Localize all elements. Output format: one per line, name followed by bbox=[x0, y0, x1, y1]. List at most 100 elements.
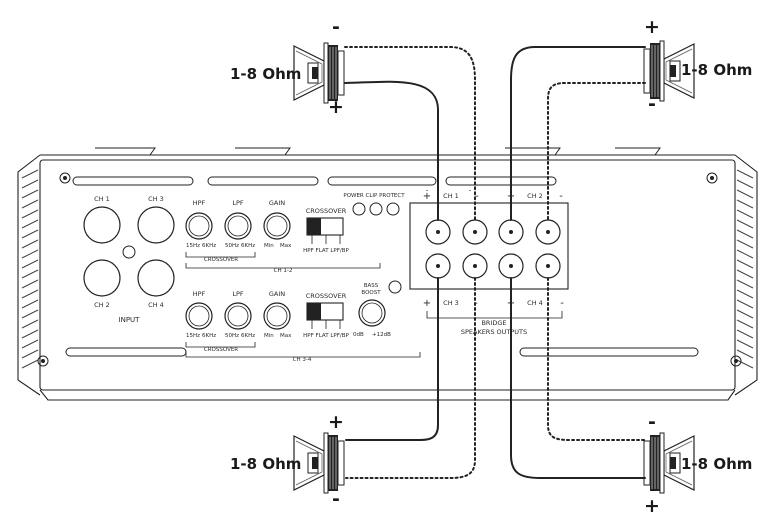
input-ch4-label: CH 4 bbox=[148, 301, 164, 309]
terminal-ch2-plus[interactable] bbox=[498, 219, 524, 245]
remote-bass-port bbox=[388, 280, 402, 294]
out-ch3-plus: + bbox=[423, 298, 431, 309]
ch12-hpf-label: HPF bbox=[193, 199, 206, 207]
power-led bbox=[352, 202, 366, 216]
fin-line bbox=[21, 319, 39, 329]
wire-tl-negative bbox=[344, 46, 476, 221]
bass-boost-max: +12dB bbox=[372, 332, 391, 338]
fin-line bbox=[21, 269, 39, 279]
ch12-lpf-max: 6KHz bbox=[241, 243, 255, 249]
fin-line bbox=[21, 299, 39, 309]
fin-line bbox=[21, 259, 39, 269]
input-center-screw bbox=[122, 245, 136, 259]
fin-line bbox=[736, 259, 754, 269]
ch12-hpf-knob[interactable] bbox=[185, 212, 213, 240]
fin-line bbox=[21, 309, 39, 319]
ch12-gain-max: Max bbox=[280, 243, 292, 249]
bass-boost-label-bottom: BOOST bbox=[361, 290, 381, 296]
ch12-lpf-min: 50Hz bbox=[225, 243, 239, 249]
speakers-outputs-label: SPEAKERS OUTPUTS bbox=[461, 328, 527, 336]
out-ch4-label: CH 4 bbox=[527, 299, 543, 307]
wire-tl-positive bbox=[344, 80, 439, 221]
fin-line bbox=[21, 199, 39, 209]
rca-jack-ch2[interactable] bbox=[83, 259, 121, 297]
ch34-crossover-switch-label: CROSSOVER bbox=[306, 292, 347, 300]
speaker-top-left-pol-top: - bbox=[332, 16, 340, 38]
fin-line bbox=[736, 239, 754, 249]
fin-line bbox=[736, 309, 754, 319]
ch12-controls: HPF LPF GAIN 15Hz 6KHz 50Hz 6KHz Min Max… bbox=[185, 199, 381, 274]
ch34-group-label: CH 3-4 bbox=[293, 357, 312, 363]
fin-line bbox=[736, 339, 754, 349]
screw-bottom-right bbox=[730, 355, 742, 367]
ch34-gain-label: GAIN bbox=[269, 290, 285, 298]
ch34-gain-knob[interactable] bbox=[263, 302, 291, 330]
ch34-gain-min: Min bbox=[264, 333, 274, 339]
input-label: INPUT bbox=[119, 316, 141, 324]
out-ch1-minus: - bbox=[475, 191, 479, 202]
ch34-crossover-group: CROSSOVER bbox=[204, 347, 238, 353]
ch12-gain-min: Min bbox=[264, 243, 274, 249]
input-section: CH 1 CH 3 CH 2 CH 4 INPUT bbox=[83, 195, 175, 324]
out-ch2-minus: - bbox=[559, 191, 563, 202]
fin-line bbox=[736, 229, 754, 239]
rca-jack-ch4[interactable] bbox=[137, 259, 175, 297]
speaker-top-right: 1-8 Ohm + - bbox=[643, 16, 752, 115]
speaker-bottom-left-pol-bottom: - bbox=[332, 488, 340, 510]
terminal-ch1-plus[interactable] bbox=[425, 219, 451, 245]
bass-boost-knob[interactable] bbox=[358, 299, 386, 327]
ch12-hpf-min: 15Hz bbox=[186, 243, 200, 249]
speaker-top-left: 1-8 Ohm - + bbox=[230, 16, 345, 118]
fin-line bbox=[21, 179, 39, 189]
out-ch4-minus: - bbox=[560, 298, 564, 309]
ch12-lpf-knob[interactable] bbox=[224, 212, 252, 240]
ch34-lpf-min: 50Hz bbox=[225, 333, 239, 339]
ch12-crossover-group: CROSSOVER bbox=[204, 257, 238, 263]
terminal-ch4-minus[interactable] bbox=[535, 253, 561, 279]
speaker-bottom-right: 1-8 Ohm - + bbox=[643, 411, 752, 517]
fin-line bbox=[736, 289, 754, 299]
out-ch1-label: CH 1 bbox=[443, 192, 459, 200]
input-ch2-label: CH 2 bbox=[94, 301, 110, 309]
speaker-bottom-right-pol-top: - bbox=[648, 411, 656, 433]
fin-line bbox=[736, 299, 754, 309]
wire-br-negative bbox=[547, 277, 646, 441]
fin-line bbox=[736, 169, 754, 179]
ch12-crossover-switch-label: CROSSOVER bbox=[306, 207, 347, 215]
fin-line bbox=[21, 209, 39, 219]
wire-bl-positive bbox=[345, 277, 439, 441]
ch12-crossover-switch[interactable] bbox=[306, 217, 344, 236]
terminal-ch3-plus[interactable] bbox=[425, 253, 451, 279]
fin-line bbox=[21, 289, 39, 299]
wire-bl-negative bbox=[345, 277, 476, 479]
terminal-ch3-minus[interactable] bbox=[462, 253, 488, 279]
terminal-ch4-plus[interactable] bbox=[498, 253, 524, 279]
fin-line bbox=[21, 189, 39, 199]
out-ch2-label: CH 2 bbox=[527, 192, 543, 200]
ch34-switch-positions: HPF FLAT LPF/BP bbox=[303, 333, 349, 339]
ch34-hpf-knob[interactable] bbox=[185, 302, 213, 330]
ch34-lpf-max: 6KHz bbox=[241, 333, 255, 339]
speaker-bottom-right-pol-bottom: + bbox=[644, 495, 660, 517]
ch12-gain-knob[interactable] bbox=[263, 212, 291, 240]
fin-line bbox=[21, 219, 39, 229]
ch12-gain-label: GAIN bbox=[269, 199, 285, 207]
protect-led bbox=[386, 202, 400, 216]
ch34-crossover-switch[interactable] bbox=[306, 302, 344, 321]
fin-line bbox=[21, 239, 39, 249]
ch34-hpf-max: 6KHz bbox=[202, 333, 216, 339]
fin-line bbox=[21, 359, 39, 369]
fin-line bbox=[736, 219, 754, 229]
terminal-ch1-minus[interactable] bbox=[462, 219, 488, 245]
rca-jack-ch1[interactable] bbox=[83, 206, 121, 244]
rca-jack-ch3[interactable] bbox=[137, 206, 175, 244]
fin-line bbox=[21, 279, 39, 289]
fin-line bbox=[736, 199, 754, 209]
speaker-bottom-left: 1-8 Ohm + - bbox=[230, 411, 345, 510]
speaker-top-right-pol-top: + bbox=[644, 16, 660, 38]
ch12-lpf-label: LPF bbox=[232, 199, 244, 207]
ch34-lpf-knob[interactable] bbox=[224, 302, 252, 330]
terminal-ch2-minus[interactable] bbox=[535, 219, 561, 245]
fin-line bbox=[21, 249, 39, 259]
